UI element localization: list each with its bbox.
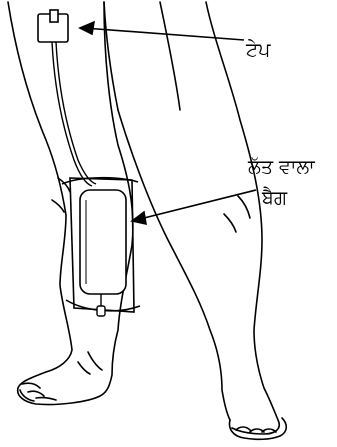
drainage-tube-right [56,42,96,184]
bag-arrow-shaft [136,190,256,220]
leg-bag [80,190,126,294]
leg-bag-label-line1: ਲੱਤ ਵਾਲਾ [248,155,315,179]
tape-arrow-shaft [84,28,244,40]
right-knee-detail [224,196,250,232]
leg-bag-label-line2: ਬੈਗ [262,186,287,210]
tape-clip [50,10,58,22]
bag-arrowhead [132,212,146,224]
right-leg-outer-contour [206,2,279,434]
drain-valve [97,306,105,316]
tape-label: ਟੇਪ [246,38,270,62]
right-leg-inner-contour [118,110,230,420]
left-foot-toes [20,383,56,401]
tape-arrowhead [80,22,94,34]
right-leg-inner-upper [160,2,180,110]
left-knee-fold [52,178,70,212]
left-ankle-detail [78,352,102,374]
